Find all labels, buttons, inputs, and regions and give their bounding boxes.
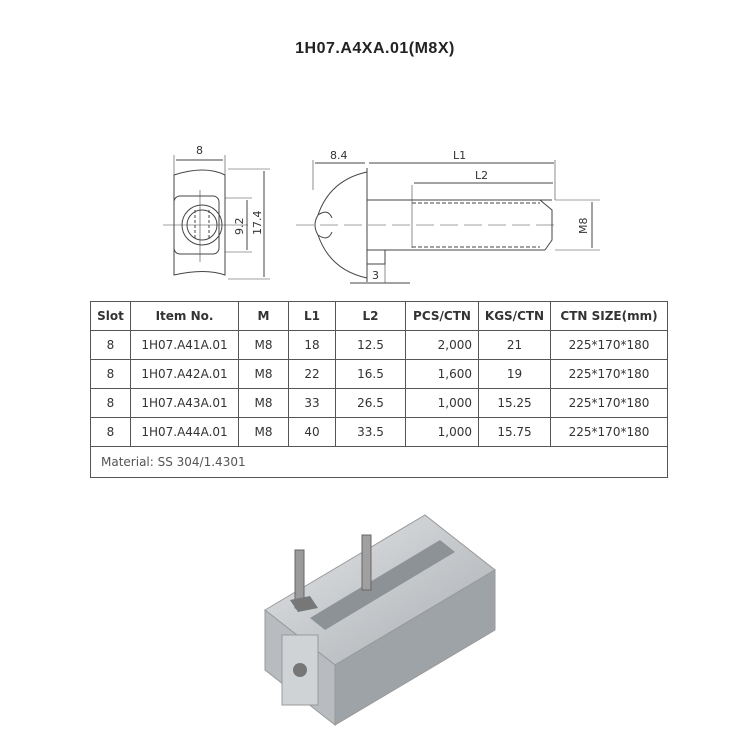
col-header: KGS/CTN: [478, 301, 551, 331]
spec-table: Slot Item No. M L1 L2 PCS/CTN KGS/CTN CT…: [90, 301, 668, 478]
dim-front-height: 17.4: [251, 211, 264, 236]
dim-thread: M8: [577, 218, 590, 235]
material-row: Material: SS 304/1.4301: [90, 446, 668, 478]
cell: 225*170*180: [550, 417, 668, 447]
cell: 15.25: [478, 388, 551, 418]
cell: M8: [238, 330, 289, 360]
page-title: 1H07.A4XA.01(M8X): [295, 40, 455, 57]
cell: 8: [90, 359, 131, 389]
cell: 2,000: [405, 330, 479, 360]
dim-neck: 3: [372, 269, 379, 282]
cell: 8: [90, 388, 131, 418]
front-view: [163, 155, 270, 280]
cell: M8: [238, 388, 289, 418]
cell: 33: [288, 388, 336, 418]
side-view: [296, 160, 600, 284]
aluminum-profile: [264, 514, 496, 727]
table-header-row: Slot Item No. M L1 L2 PCS/CTN KGS/CTN CT…: [90, 301, 668, 331]
col-header: CTN SIZE(mm): [550, 301, 668, 331]
cell: 225*170*180: [550, 359, 668, 389]
cell: 8: [90, 330, 131, 360]
cell: 1,000: [405, 417, 479, 447]
dim-l1: L1: [453, 149, 466, 162]
material-note: Material: SS 304/1.4301: [90, 446, 668, 478]
col-header: M: [238, 301, 289, 331]
dim-front-width: 8: [196, 144, 203, 157]
cell: 15.75: [478, 417, 551, 447]
cell: 225*170*180: [550, 388, 668, 418]
col-header: Item No.: [130, 301, 239, 331]
cell: 33.5: [335, 417, 406, 447]
t-bolt: [290, 534, 372, 612]
cell: 8: [90, 417, 131, 447]
col-header: Slot: [90, 301, 131, 331]
col-header: PCS/CTN: [405, 301, 479, 331]
cell: 21: [478, 330, 551, 360]
cell: 1H07.A41A.01: [130, 330, 239, 360]
cell: 18: [288, 330, 336, 360]
col-header: L2: [335, 301, 406, 331]
col-header: L1: [288, 301, 336, 331]
dim-front-inner: 9.2: [233, 218, 246, 236]
cell: 40: [288, 417, 336, 447]
cell: 19: [478, 359, 551, 389]
cell: 1,000: [405, 388, 479, 418]
dim-head-width: 8.4: [330, 149, 348, 162]
cell: 1H07.A43A.01: [130, 388, 239, 418]
cell: 12.5: [335, 330, 406, 360]
cell: 26.5: [335, 388, 406, 418]
cell: 1H07.A44A.01: [130, 417, 239, 447]
dim-l2: L2: [475, 169, 488, 182]
cell: 225*170*180: [550, 330, 668, 360]
cell: 22: [288, 359, 336, 389]
cell: 1,600: [405, 359, 479, 389]
cell: 16.5: [335, 359, 406, 389]
technical-drawing: 8 9.2 17.4 8.4 L1 L2 M8 3: [163, 144, 600, 284]
product-photo: [264, 514, 496, 727]
cell: M8: [238, 359, 289, 389]
cell: M8: [238, 417, 289, 447]
cell: 1H07.A42A.01: [130, 359, 239, 389]
